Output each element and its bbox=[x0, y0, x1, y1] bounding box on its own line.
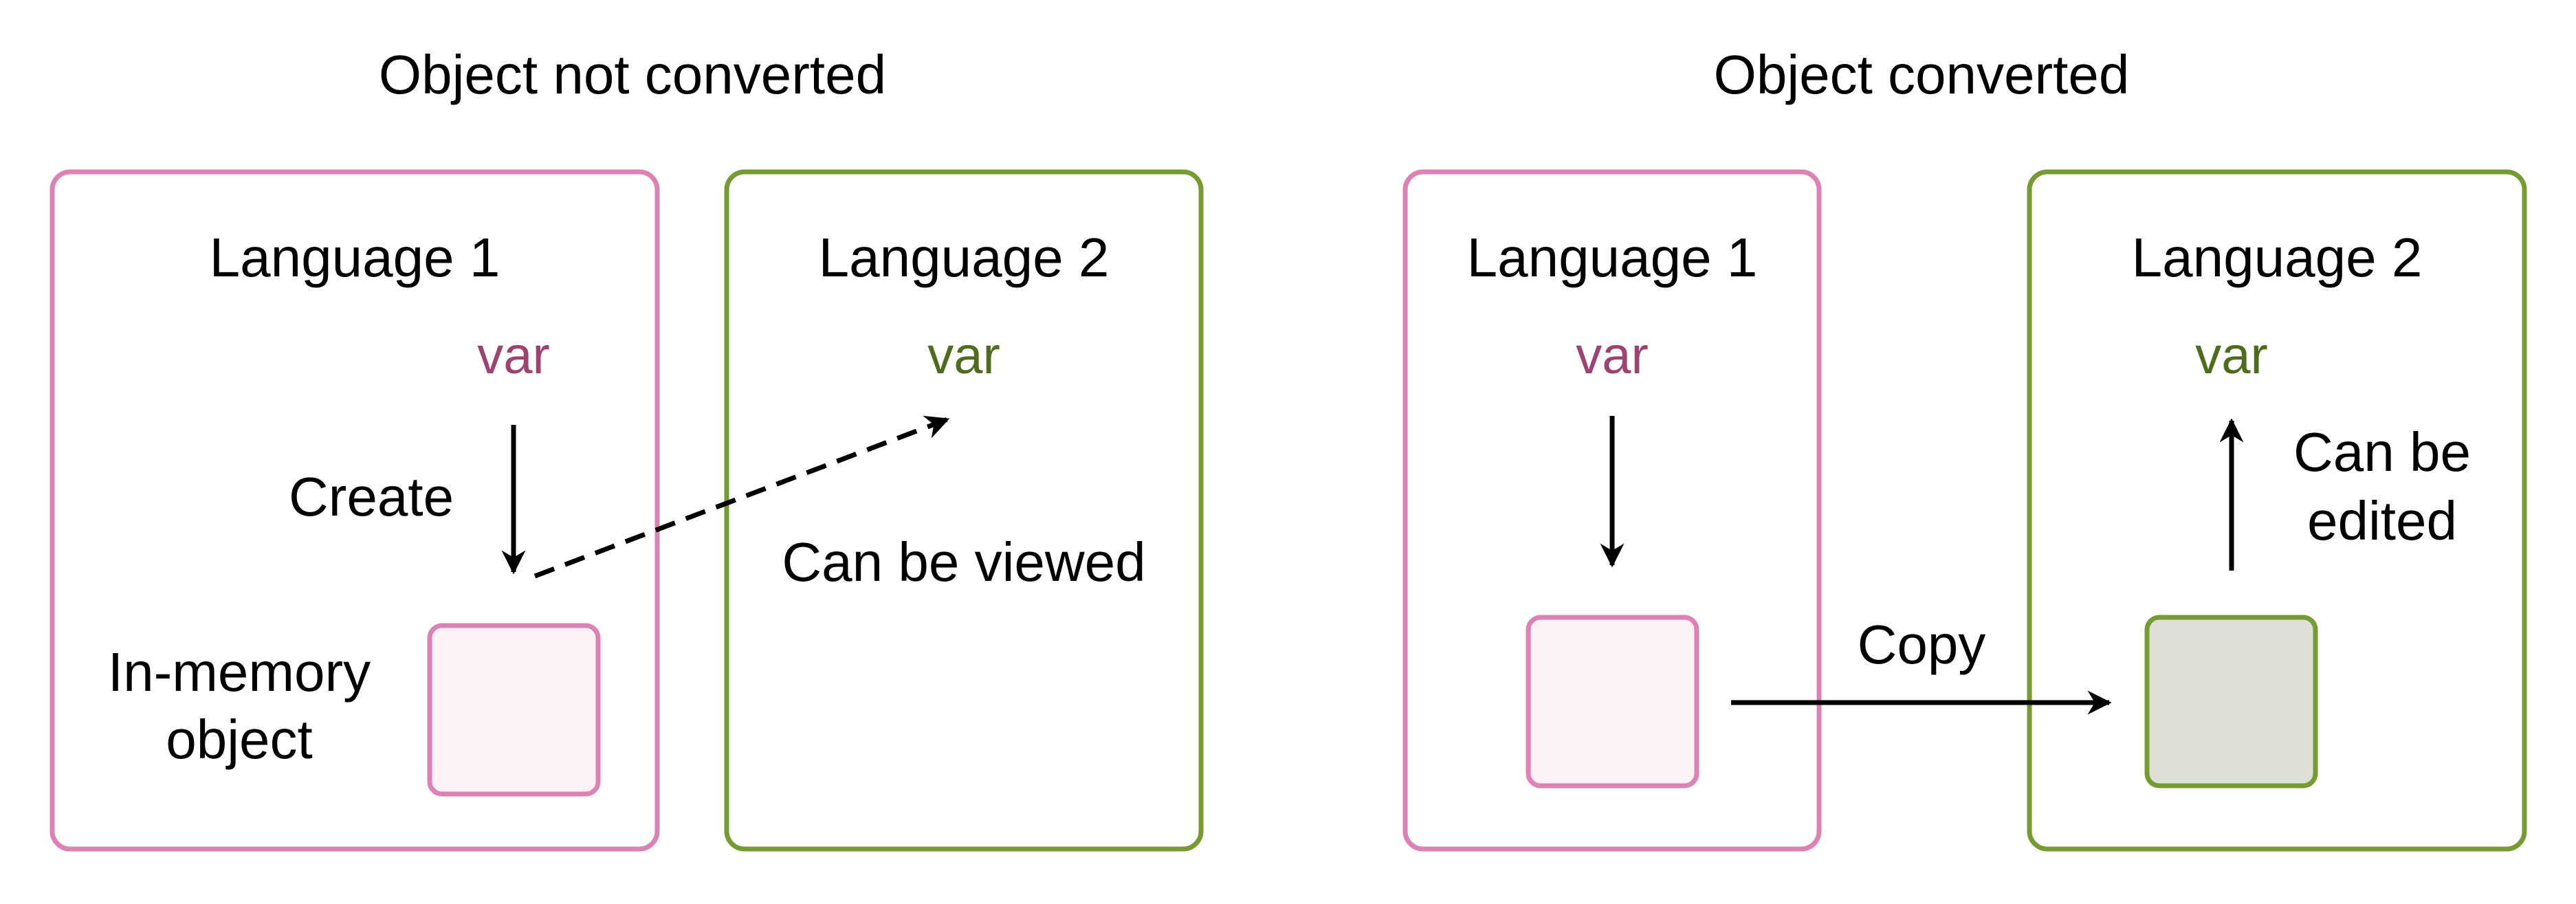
in-memory-label-line1: In-memory bbox=[108, 641, 371, 703]
left-in-memory-object bbox=[427, 623, 601, 797]
view-reference-arrow bbox=[533, 415, 950, 579]
create-label: Create bbox=[289, 466, 454, 527]
right-language1-title: Language 1 bbox=[1467, 227, 1758, 288]
can-be-viewed-label: Can be viewed bbox=[782, 531, 1145, 593]
right-panel-title: Object converted bbox=[1714, 44, 2130, 105]
left-language1-title: Language 1 bbox=[210, 227, 500, 288]
right-language2-var: var bbox=[2195, 327, 2268, 385]
left-panel-title: Object not converted bbox=[379, 44, 886, 105]
left-language2-box bbox=[724, 169, 1204, 852]
left-language1-var: var bbox=[477, 327, 550, 385]
right-language2-title: Language 2 bbox=[2132, 227, 2423, 288]
left-language2-title: Language 2 bbox=[819, 227, 1110, 288]
right-language1-var: var bbox=[1576, 327, 1649, 385]
in-memory-label-line2: object bbox=[166, 709, 312, 770]
right-original-object bbox=[1526, 615, 1699, 789]
left-language2-var: var bbox=[927, 327, 1000, 385]
can-be-edited-line1: Can be bbox=[2293, 421, 2471, 483]
can-be-edited-line2: edited bbox=[2307, 490, 2457, 551]
copy-label: Copy bbox=[1858, 614, 1986, 675]
right-copied-object bbox=[2144, 615, 2318, 789]
